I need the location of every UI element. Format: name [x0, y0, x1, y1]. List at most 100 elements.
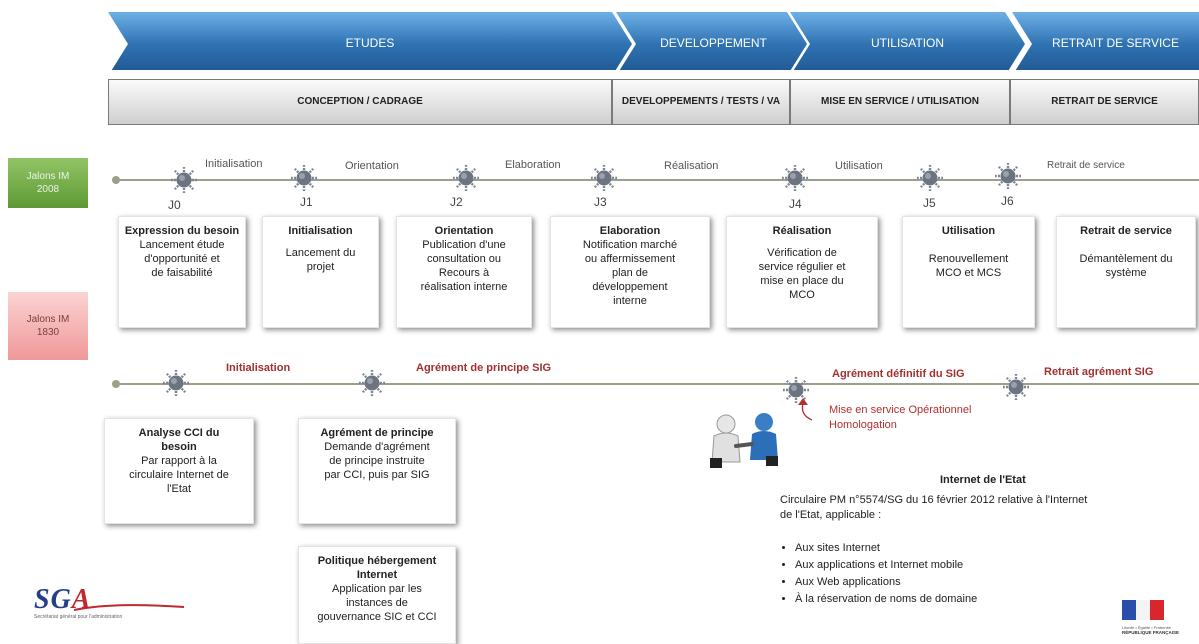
card-line: Publication d'une [422, 239, 506, 251]
milestone-gear-icon [359, 370, 385, 396]
label-mise-en-service: Mise en service Opérationnel [829, 404, 972, 416]
phase-label-retrait: RETRAIT DE SERVICE [1052, 36, 1179, 50]
stage-agrement-principe: Agrément de principe SIG [416, 362, 552, 374]
milestone-gear-icon [783, 377, 809, 403]
bullet-item: À la réservation de noms de domaine [795, 591, 977, 608]
phase-arrow-retrait [1012, 12, 1199, 70]
milestone-gear-icon [917, 165, 943, 191]
card-line: Par rapport à la [141, 455, 217, 467]
label-homologation: Homologation [829, 419, 897, 431]
subphase-developpements: DEVELOPPEMENTS / TESTS / VA [612, 79, 790, 125]
card-title: Réalisation [772, 225, 832, 237]
card-title: Analyse CCI du besoin [138, 427, 220, 453]
card-line: développement [592, 281, 668, 293]
bullet-item: Aux Web applications [795, 574, 977, 591]
card-analyse-cci: Analyse CCI du besoin Par rapport à la c… [104, 418, 254, 524]
subphase-retrait: RETRAIT DE SERVICE [1010, 79, 1199, 125]
jalon-j0: J0 [168, 198, 181, 212]
card-line: MCO et MCS [935, 267, 1002, 279]
card-title: Politique hébergement Internet [317, 555, 437, 581]
card-title: Orientation [434, 225, 494, 237]
milestone-gear-icon [163, 370, 189, 396]
phase-arrows [108, 12, 1199, 70]
internet-bullets: Aux sites Internet Aux applications et I… [775, 540, 977, 608]
card-title: Initialisation [288, 225, 353, 237]
card-retrait: Retrait de service Démantèlement du syst… [1056, 216, 1196, 328]
rf-motto: Liberté • Égalité • Fraternité [1122, 625, 1171, 630]
card-line: réalisation interne [420, 281, 508, 293]
card-line: Demande d'agrément [324, 441, 430, 453]
card-line: Renouvellement [928, 253, 1009, 265]
phase-label-utilisation: UTILISATION [870, 36, 945, 50]
card-realisation: Réalisation Vérification de service régu… [726, 216, 878, 328]
card-line: MCO [789, 289, 815, 301]
stage-bottom-initialisation: Initialisation [226, 362, 291, 374]
milestone-gear-icon [591, 165, 617, 191]
phase-arrow-utilisation [790, 12, 1025, 70]
circulaire-line: Circulaire PM n°5574/SG du 16 février 20… [780, 494, 1088, 506]
card-line: Démantèlement du [1079, 253, 1173, 265]
handshake-icon [710, 413, 778, 468]
legend-im1830-label: Jalons IM 1830 [26, 314, 70, 338]
card-expression-besoin: Expression du besoin Lancement étude d'o… [118, 216, 246, 328]
phase-arrow-etudes [108, 12, 632, 70]
card-line: gouvernance SIC et CCI [317, 611, 437, 623]
card-title: Utilisation [941, 225, 996, 237]
milestone-gear-icon [291, 165, 317, 191]
stage-elaboration: Elaboration [505, 159, 561, 171]
legend-im2008-label: Jalons IM 2008 [26, 171, 70, 195]
card-agrement-principe: Agrément de principe Demande d'agrément … [298, 418, 456, 524]
phase-arrow-developpement [616, 12, 807, 70]
jalon-j5: J5 [923, 196, 936, 210]
card-line: circulaire Internet de [129, 469, 229, 481]
bullet-item: Aux sites Internet [795, 540, 977, 557]
card-line: instances de [346, 597, 408, 609]
stage-initialisation: Initialisation [205, 158, 263, 170]
card-title: Retrait de service [1080, 225, 1172, 237]
card-line: système [1105, 267, 1147, 279]
card-line: de faisabilité [151, 267, 213, 279]
stage-utilisation: Utilisation [835, 160, 883, 172]
card-elaboration: Elaboration Notification marché ou affer… [550, 216, 710, 328]
legend-im1830: Jalons IM 1830 [8, 292, 88, 360]
sga-swoosh-icon [74, 604, 184, 611]
card-line: de principe instruite [329, 455, 425, 467]
bullet-item: Aux applications et Internet mobile [795, 557, 977, 574]
stage-retrait-agrement: Retrait agrément SIG [1044, 366, 1154, 378]
card-title: Elaboration [599, 225, 661, 237]
card-line: interne [613, 295, 647, 307]
card-orientation: Orientation Publication d'une consultati… [396, 216, 532, 328]
stage-retrait: Retrait de service [1047, 160, 1125, 171]
marianne-icon [1122, 600, 1164, 620]
card-line: l'Etat [166, 483, 192, 495]
card-politique-hebergement: Politique hébergement Internet Applicati… [298, 546, 456, 644]
stage-realisation: Réalisation [664, 160, 719, 172]
phase-label-developpement: DEVELOPPEMENT [660, 36, 767, 50]
phase-label-etudes: ETUDES [345, 36, 395, 50]
card-line: Notification marché [582, 239, 678, 251]
internet-circulaire: Circulaire PM n°5574/SG du 16 février 20… [780, 493, 1087, 523]
stage-orientation: Orientation [345, 160, 399, 172]
circulaire-line: de l'Etat, applicable : [780, 509, 882, 521]
sga-logo: SGA Secrétariat général pour l'administr… [34, 584, 184, 620]
internet-title: Internet de l'Etat [940, 474, 1026, 486]
card-line: Recours à [438, 267, 490, 279]
jalon-j6: J6 [1001, 194, 1014, 208]
sga-subtitle: Secrétariat général pour l'administratio… [34, 614, 123, 620]
milestone-gear-icon [1003, 374, 1029, 400]
sga-logo-text: SGA [34, 584, 92, 615]
milestone-gear-icon [453, 165, 479, 191]
card-line: service régulier et [758, 261, 846, 273]
card-initialisation: Initialisation Lancement du projet [262, 216, 379, 328]
subphase-conception: CONCEPTION / CADRAGE [108, 79, 612, 125]
card-line: par CCI, puis par SIG [324, 469, 430, 481]
card-line: projet [306, 261, 335, 273]
card-title: Agrément de principe [320, 427, 434, 439]
rf-logo: Liberté • Égalité • Fraternité RÉPUBLIQU… [1122, 600, 1192, 635]
card-line: Application par les [332, 583, 422, 595]
subphase-mise-en-service: MISE EN SERVICE / UTILISATION [790, 79, 1010, 125]
card-utilisation: Utilisation Renouvellement MCO et MCS [902, 216, 1035, 328]
jalon-j1: J1 [300, 195, 313, 209]
jalon-j3: J3 [594, 195, 607, 209]
card-line: consultation ou [427, 253, 501, 265]
